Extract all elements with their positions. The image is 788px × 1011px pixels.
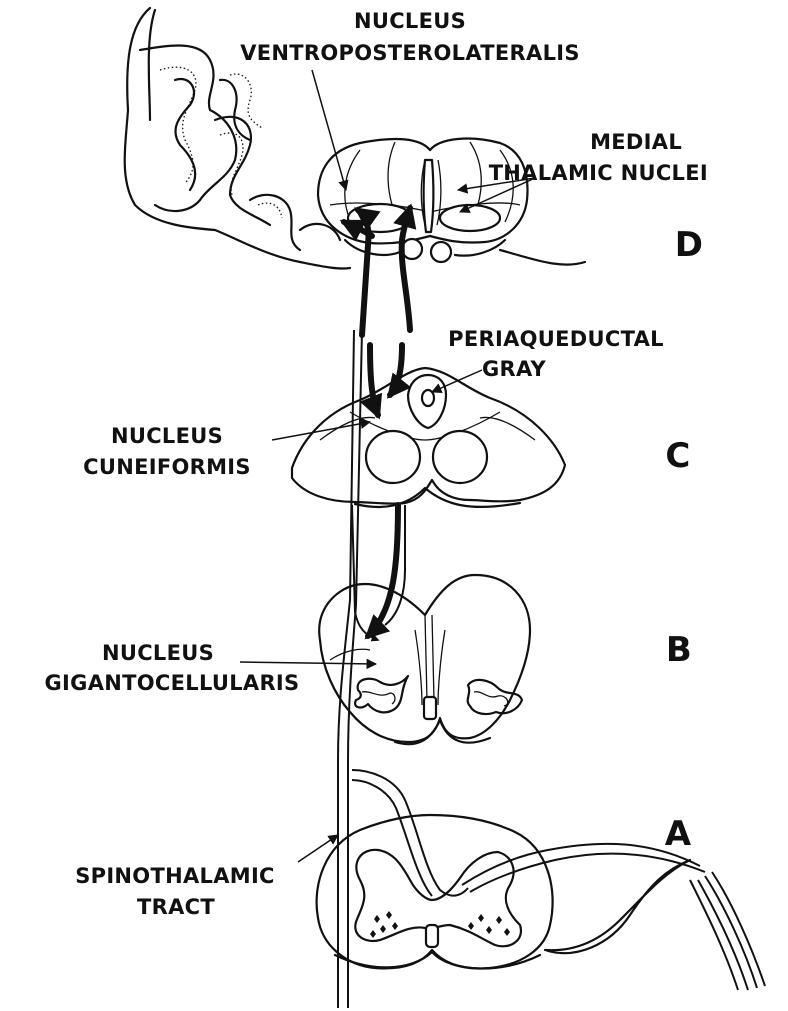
giganto-label-line2: GIGANTOCELLULARIS bbox=[45, 671, 300, 695]
vpl-label-line2: VENTROPOSTEROLATERALIS bbox=[240, 41, 580, 65]
cuneiformis-label-line2: CUNEIFORMIS bbox=[83, 455, 251, 479]
central-canal bbox=[426, 925, 438, 947]
pag-label-line1: PERIAQUEDUCTAL bbox=[448, 327, 664, 351]
spino-label: SPINOTHALAMIC TRACT bbox=[75, 835, 338, 919]
vpl-label-line1: NUCLEUS bbox=[354, 9, 466, 33]
giganto-label-line1: NUCLEUS bbox=[102, 641, 214, 665]
red-nucleus-left bbox=[366, 431, 420, 483]
spino-label-line2: TRACT bbox=[137, 895, 215, 919]
cortex-gyri bbox=[140, 46, 340, 250]
spino-label-line1: SPINOTHALAMIC bbox=[75, 864, 275, 888]
section-c-midbrain bbox=[292, 368, 565, 507]
diencephalon-floor bbox=[500, 250, 585, 265]
dorsal-root-ganglion bbox=[545, 860, 690, 953]
section-a-spinal-cord bbox=[317, 815, 765, 990]
medial-label-line2: THALAMIC NUCLEI bbox=[489, 161, 708, 185]
section-letter-a: A bbox=[665, 814, 692, 854]
pag-label: PERIAQUEDUCTAL GRAY bbox=[432, 327, 664, 392]
dorsal-root-fibers bbox=[690, 872, 765, 990]
sylvian-fissure bbox=[220, 80, 250, 140]
section-letter-c: C bbox=[665, 436, 690, 476]
cuneiformis-label-line1: NUCLEUS bbox=[111, 424, 223, 448]
mammillary-body-right bbox=[431, 242, 451, 262]
medial-label-line1: MEDIAL bbox=[590, 130, 682, 154]
third-ventricle bbox=[424, 160, 434, 232]
red-nucleus-right bbox=[433, 431, 487, 483]
median-fissure bbox=[424, 697, 436, 719]
section-letter-b: B bbox=[666, 630, 692, 670]
section-letter-d: D bbox=[675, 225, 704, 265]
medial-nucleus-ellipse bbox=[440, 205, 500, 231]
pag-label-line2: GRAY bbox=[482, 357, 547, 381]
